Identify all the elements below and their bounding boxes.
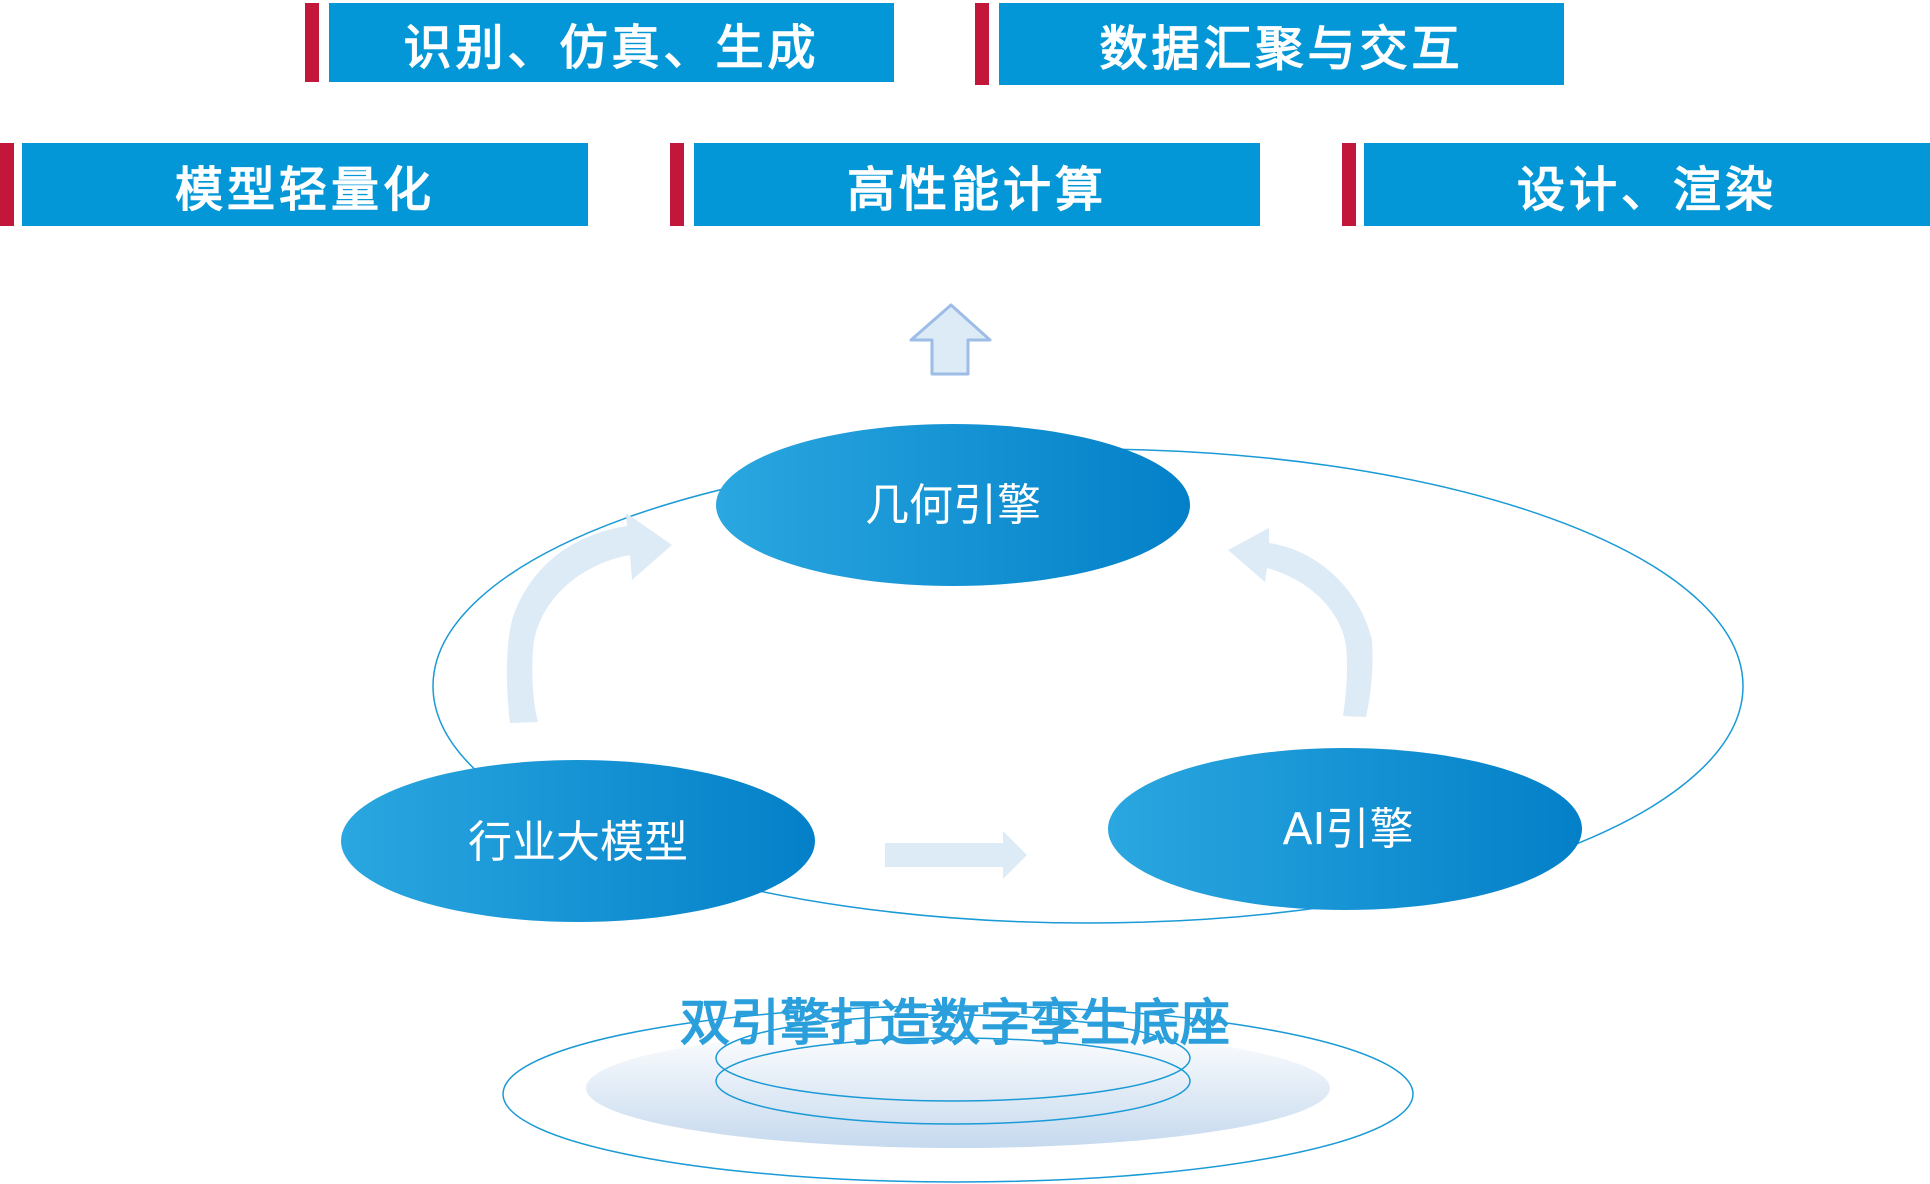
- tag-label: 识别、仿真、生成: [329, 3, 894, 82]
- tag-label: 高性能计算: [694, 143, 1260, 226]
- curved-arrow-left-icon: [506, 513, 672, 723]
- node-label: 行业大模型: [468, 817, 688, 868]
- tag-label: 模型轻量化: [22, 143, 588, 226]
- capability-tag-recognition: 识别、仿真、生成: [305, 3, 894, 82]
- base-inner-ring-top: [715, 1014, 1191, 1102]
- base-outer-ring: [502, 1005, 1414, 1183]
- engine-node-geometry: 几何引擎: [716, 424, 1190, 586]
- tag-label: 设计、渲染: [1364, 143, 1930, 226]
- capability-tag-lightweight: 模型轻量化: [0, 143, 588, 226]
- capability-tag-design: 设计、渲染: [1342, 143, 1930, 226]
- straight-arrow-icon: [885, 831, 1027, 879]
- tag-accent-bar: [0, 143, 14, 226]
- tag-accent-bar: [1342, 143, 1356, 226]
- base-title: 双引擎打造数字孪生底座: [680, 994, 1230, 1052]
- engine-node-industry-model: 行业大模型: [341, 760, 815, 922]
- tag-accent-bar: [975, 3, 989, 85]
- capability-tag-hpc: 高性能计算: [670, 143, 1260, 226]
- curved-arrow-right-icon: [1228, 528, 1373, 717]
- base-inner-ring-bottom: [715, 1037, 1191, 1125]
- tag-label: 数据汇聚与交互: [999, 3, 1564, 85]
- base-platform: 双引擎打造数字孪生底座: [502, 994, 1414, 1183]
- node-label: 几何引擎: [865, 480, 1041, 531]
- engine-node-ai: AI引擎: [1108, 748, 1582, 910]
- base-shadow: [586, 1028, 1330, 1148]
- tag-accent-bar: [670, 143, 684, 226]
- node-label: AI引擎: [1282, 804, 1413, 855]
- tag-accent-bar: [305, 3, 319, 82]
- capability-tag-data: 数据汇聚与交互: [975, 3, 1564, 85]
- up-arrow-icon: [909, 303, 992, 376]
